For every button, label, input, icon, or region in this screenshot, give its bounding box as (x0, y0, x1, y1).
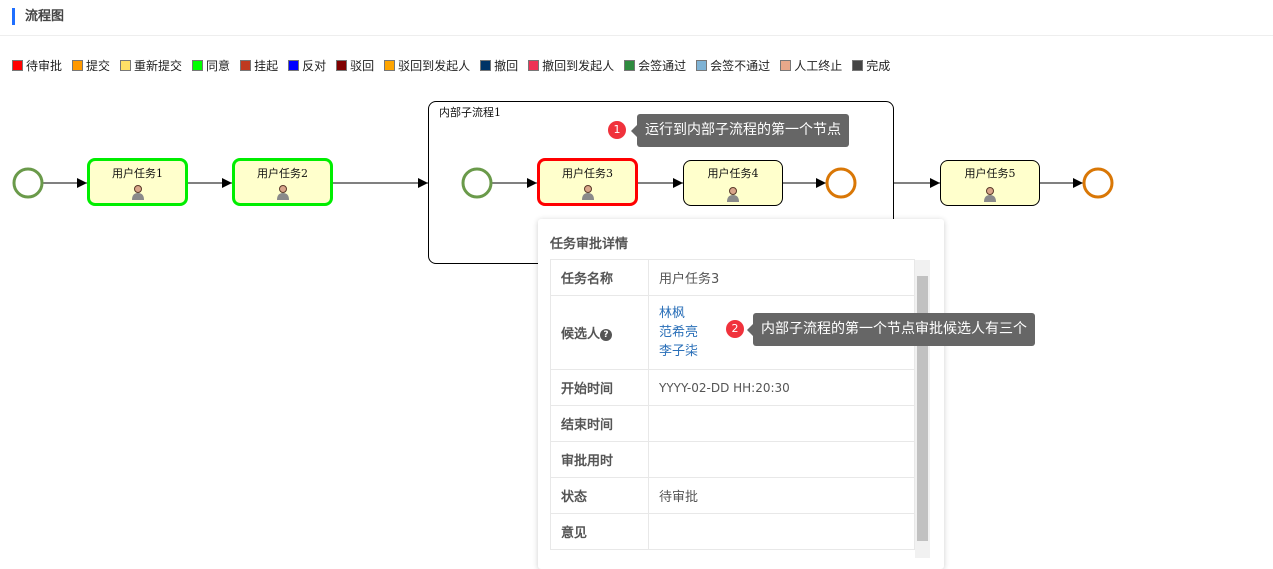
legend-swatch (384, 60, 396, 71)
legend-item: 会签通过 (624, 57, 686, 74)
legend-item: 撤回到发起人 (528, 57, 614, 74)
legend-item: 待审批 (12, 57, 62, 74)
legend-item: 重新提交 (120, 57, 182, 74)
start-event (12, 167, 44, 199)
candidate-link[interactable]: 李子柒 (659, 344, 699, 359)
legend-swatch (336, 60, 348, 71)
task-label: 用户任务2 (257, 167, 308, 180)
row-value (648, 513, 915, 550)
row-value: 用户任务3 (648, 259, 915, 296)
task-2[interactable]: 用户任务2 (232, 158, 333, 206)
page-title: 流程图 (12, 8, 64, 25)
legend-label: 挂起 (254, 59, 279, 73)
legend: 待审批 提交 重新提交 同意 挂起 反对 驳回 驳回到发起人 撤回 撤回到发起人 会签通过 会签不通过… (12, 57, 900, 74)
legend-item: 驳回 (336, 57, 374, 74)
legend-swatch (780, 60, 792, 71)
legend-swatch (192, 60, 204, 71)
row-label: 结束时间 (550, 405, 649, 442)
scrollbar-thumb[interactable] (917, 276, 928, 541)
legend-swatch (852, 60, 864, 71)
popup-title: 任务审批详情 (550, 237, 629, 252)
legend-swatch (480, 60, 492, 71)
annotation-tooltip-2: 内部子流程的第一个节点审批候选人有三个 (747, 313, 1035, 346)
candidates-label: 候选人 (561, 327, 601, 342)
legend-label: 撤回到发起人 (542, 59, 615, 73)
legend-swatch (240, 60, 252, 71)
row-label: 开始时间 (550, 369, 649, 406)
task-label: 用户任务5 (964, 167, 1016, 180)
legend-label: 会签通过 (638, 59, 687, 73)
legend-swatch (72, 60, 84, 71)
table-row: 审批用时 (550, 441, 915, 478)
row-label: 状态 (550, 477, 649, 514)
annotation-badge-1: 1 (608, 121, 626, 139)
annotation-tooltip-1: 运行到内部子流程的第一个节点 (631, 114, 849, 147)
candidate-link[interactable]: 林枫 (659, 306, 686, 321)
row-label: 候选人? (550, 295, 649, 370)
legend-item: 挂起 (240, 57, 278, 74)
legend-label: 反对 (302, 59, 327, 73)
legend-item: 驳回到发起人 (384, 57, 470, 74)
legend-item: 提交 (72, 57, 110, 74)
legend-swatch (624, 60, 636, 71)
row-label: 意见 (550, 513, 649, 550)
task-label: 用户任务3 (562, 167, 613, 180)
subprocess-label: 内部子流程1 (439, 106, 501, 119)
legend-label: 重新提交 (134, 59, 183, 73)
legend-item: 反对 (288, 57, 326, 74)
legend-label: 完成 (866, 59, 891, 73)
legend-label: 驳回到发起人 (398, 59, 471, 73)
legend-item: 完成 (852, 57, 890, 74)
legend-swatch (528, 60, 540, 71)
user-icon (131, 185, 144, 200)
row-value (648, 405, 915, 442)
user-icon (727, 187, 739, 202)
task-5[interactable]: 用户任务5 (940, 160, 1040, 206)
task-1[interactable]: 用户任务1 (87, 158, 188, 206)
legend-label: 待审批 (26, 59, 63, 73)
user-icon (581, 185, 594, 200)
divider (0, 35, 1273, 36)
candidate-link[interactable]: 范希亮 (659, 325, 699, 340)
legend-label: 人工终止 (794, 59, 843, 73)
row-label: 任务名称 (550, 259, 649, 296)
table-row: 状态待审批 (550, 477, 915, 514)
task-4[interactable]: 用户任务4 (683, 160, 783, 206)
legend-label: 同意 (206, 59, 231, 73)
row-value: YYYY-02-DD HH:20:30 (648, 369, 915, 406)
task-label: 用户任务4 (707, 167, 759, 180)
legend-item: 同意 (192, 57, 230, 74)
task-label: 用户任务1 (112, 167, 163, 180)
legend-swatch (288, 60, 300, 71)
row-value (648, 441, 915, 478)
legend-swatch (120, 60, 132, 71)
legend-label: 会签不通过 (710, 59, 771, 73)
sub-end-event (825, 167, 857, 199)
legend-item: 人工终止 (780, 57, 842, 74)
row-label: 审批用时 (550, 441, 649, 478)
table-row: 任务名称用户任务3 (550, 259, 915, 296)
legend-label: 提交 (86, 59, 111, 73)
user-icon (276, 185, 289, 200)
sub-start-event (461, 167, 493, 199)
legend-item: 撤回 (480, 57, 518, 74)
help-icon[interactable]: ? (600, 328, 613, 341)
legend-label: 驳回 (350, 59, 375, 73)
annotation-badge-2: 2 (726, 320, 744, 338)
legend-swatch (696, 60, 708, 71)
user-icon (984, 187, 996, 202)
legend-swatch (12, 60, 23, 71)
task-3[interactable]: 用户任务3 (537, 158, 638, 206)
legend-label: 撤回 (494, 59, 519, 73)
row-value: 待审批 (648, 477, 915, 514)
table-row: 意见 (550, 513, 915, 550)
table-row: 结束时间 (550, 405, 915, 442)
scrollbar[interactable] (915, 260, 930, 558)
end-event (1082, 167, 1114, 199)
legend-item: 会签不通过 (696, 57, 770, 74)
